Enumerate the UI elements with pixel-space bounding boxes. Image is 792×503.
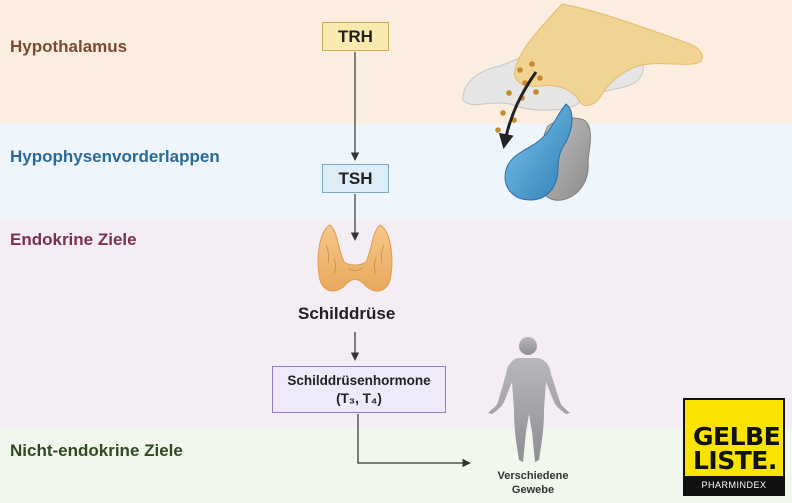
verschiedene-gewebe-label: Verschiedene Gewebe [483,469,583,497]
gewebe-line1: Verschiedene [497,470,569,482]
band-hypophysenvorderlappen [0,124,792,220]
thyroid-gland-icon [317,224,393,292]
logo-line1: GELBE [693,422,781,451]
schilddruesenhormone-box: Schilddrüsenhormone (T₃, T₄) [272,366,446,413]
label-hypothalamus: Hypothalamus [10,37,128,56]
human-figure-icon [488,337,570,462]
tsh-box: TSH [322,164,389,193]
trh-box: TRH [322,22,389,51]
gelbe-liste-logo: GELBE LISTE. PHARMINDEX [683,398,785,496]
label-endokrine-ziele: Endokrine Ziele [10,230,137,249]
hormone-name: Schilddrüsenhormone [287,372,431,388]
logo-line2: LISTE. [693,446,777,475]
logo-pharmindex-bar: PHARMINDEX [685,476,783,494]
arrow-hormones-to-tissue [357,414,471,468]
label-hypophysenvorderlappen: Hypophysenvorderlappen [10,147,220,166]
schilddruese-label: Schilddrüse [298,304,396,323]
hypothalamus-pituitary-icon [462,3,703,201]
band-nicht-endokrine-ziele [0,428,792,503]
label-nicht-endokrine-ziele: Nicht-endokrine Ziele [10,441,183,460]
gewebe-line2: Gewebe [511,484,555,496]
hormone-subtitle: (T₃, T₄) [336,390,382,406]
